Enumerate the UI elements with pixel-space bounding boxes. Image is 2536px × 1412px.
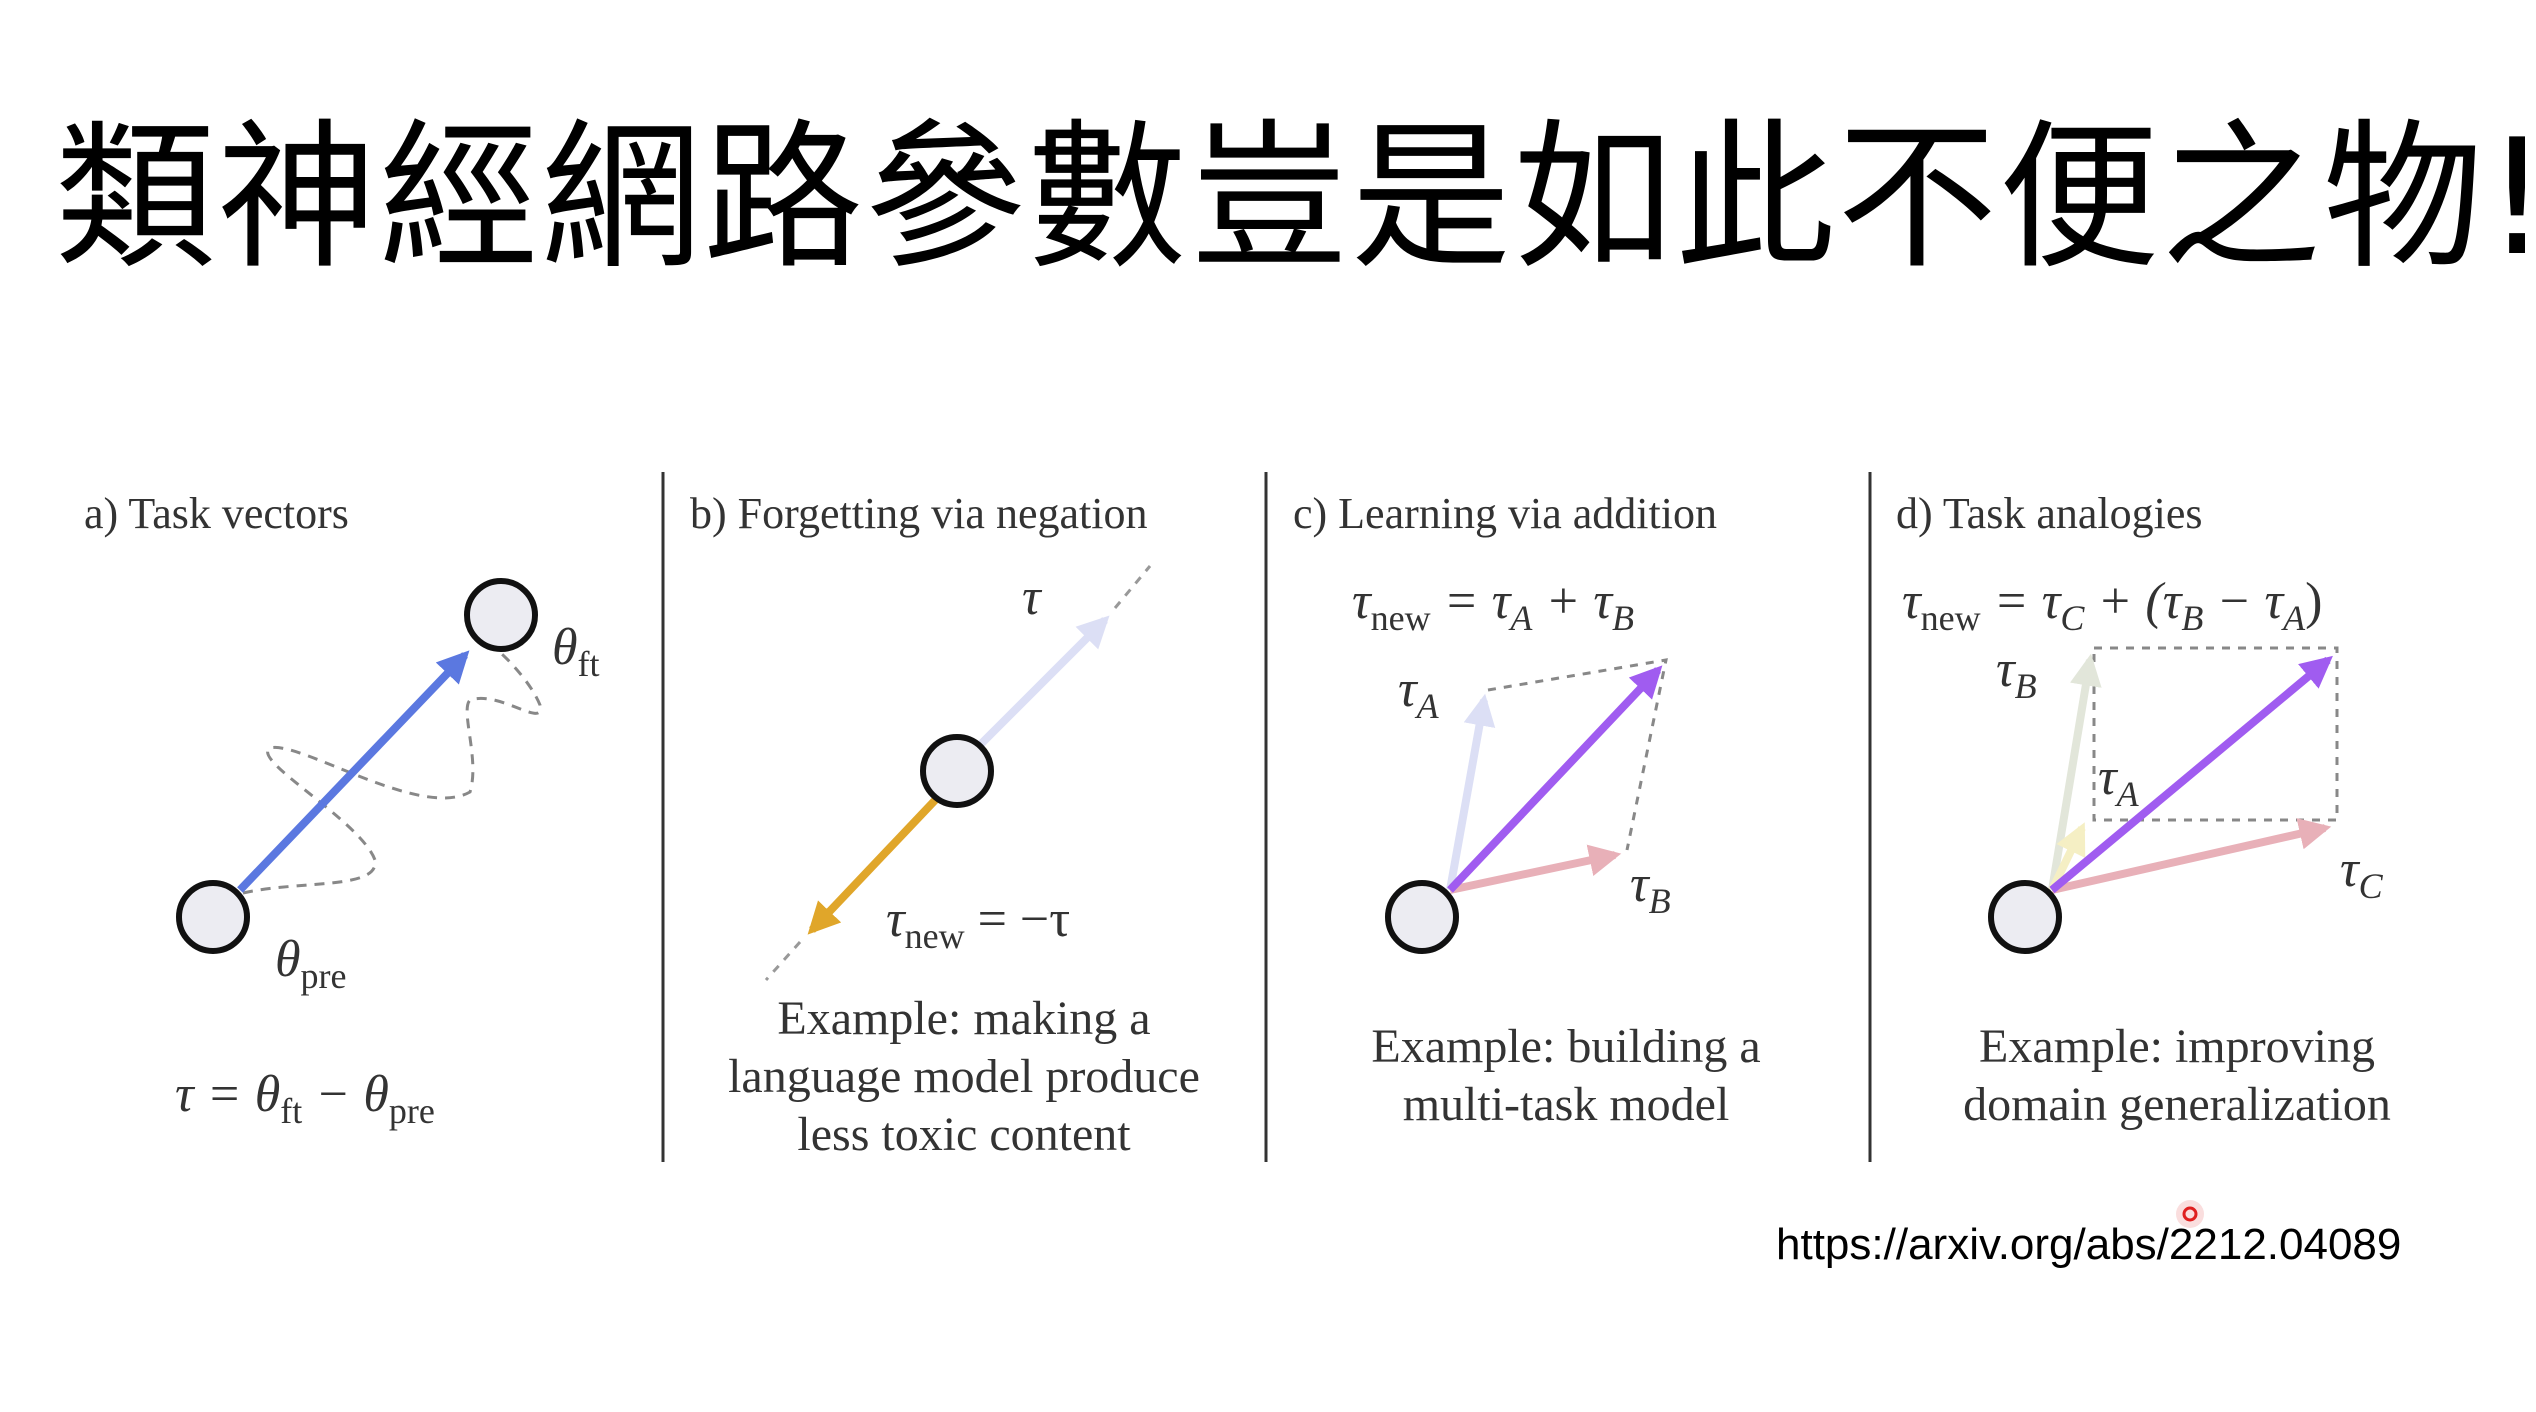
source-url-link[interactable]: https://arxiv.org/abs/2212.04089 [1776, 1220, 2402, 1269]
negation-dashed-extension [764, 940, 802, 982]
panel-b-example: Example: making a language model produce… [728, 990, 1200, 1164]
tau-c-arrow [2051, 818, 2332, 894]
addition-equation: τnew = τA + τB [1352, 573, 1635, 638]
finetuned-node [464, 578, 538, 652]
negated-vector-arrow [807, 792, 943, 935]
model-node [920, 734, 994, 808]
example-line: language model produce [728, 1050, 1200, 1103]
panel-d-title: d) Task analogies [1896, 489, 2203, 538]
example-line: Example: improving [1979, 1020, 2375, 1073]
tau-b-label: τB [1996, 641, 2037, 706]
tau-c-label: τC [2340, 841, 2383, 906]
tau-a-label: τA [2098, 749, 2139, 814]
tau-a-arrow [2048, 822, 2086, 892]
panel-d-example: Example: improving domain generalization [1963, 1018, 2391, 1134]
tau-faded-arrow [972, 615, 1110, 753]
tau-b-arrow [1449, 844, 1622, 894]
sum-vector-arrow [1447, 665, 1663, 893]
analogy-dashed-box [2092, 646, 2339, 822]
theta-ft-label: θft [552, 619, 600, 684]
cursor-halo [2176, 1200, 2204, 1228]
panel-a-title: a) Task vectors [84, 489, 349, 538]
parallelogram-dashes [1487, 658, 1668, 851]
pretrained-node [176, 880, 250, 954]
tau-dashed-extension [1113, 565, 1152, 609]
model-node [1385, 880, 1459, 954]
panel-c-example: Example: building a multi-task model [1371, 1018, 1760, 1134]
cursor-pointer-dot [2182, 1206, 2198, 1222]
example-line: Example: building a [1371, 1020, 1761, 1073]
task-vector-equation: τ = θft − θpre [175, 1066, 435, 1131]
tau-a-arrow [1446, 693, 1496, 891]
tau-a-label: τA [1398, 661, 1439, 726]
tau-label: τ [1022, 569, 1041, 626]
panel-c-title: c) Learning via addition [1293, 489, 1717, 538]
example-line: domain generalization [1963, 1078, 2391, 1131]
panel-b-title: b) Forgetting via negation [690, 489, 1148, 538]
slide-title: 類神經網路參數豈是如此不便之物! [55, 104, 2536, 291]
analogy-vector-arrow [2049, 655, 2333, 894]
analogy-equation: τnew = τC + (τB − τA) [1902, 573, 2323, 638]
finetune-path [242, 638, 542, 895]
example-line: less toxic content [797, 1108, 1131, 1161]
example-line: multi-task model [1402, 1078, 1730, 1131]
model-node [1988, 880, 2062, 954]
example-line: Example: making a [777, 992, 1151, 1045]
task-vector-arrow [237, 650, 470, 893]
negation-equation: τnew = −τ [886, 891, 1071, 956]
tau-b-label: τB [1630, 856, 1671, 921]
theta-pre-label: θpre [275, 931, 347, 996]
